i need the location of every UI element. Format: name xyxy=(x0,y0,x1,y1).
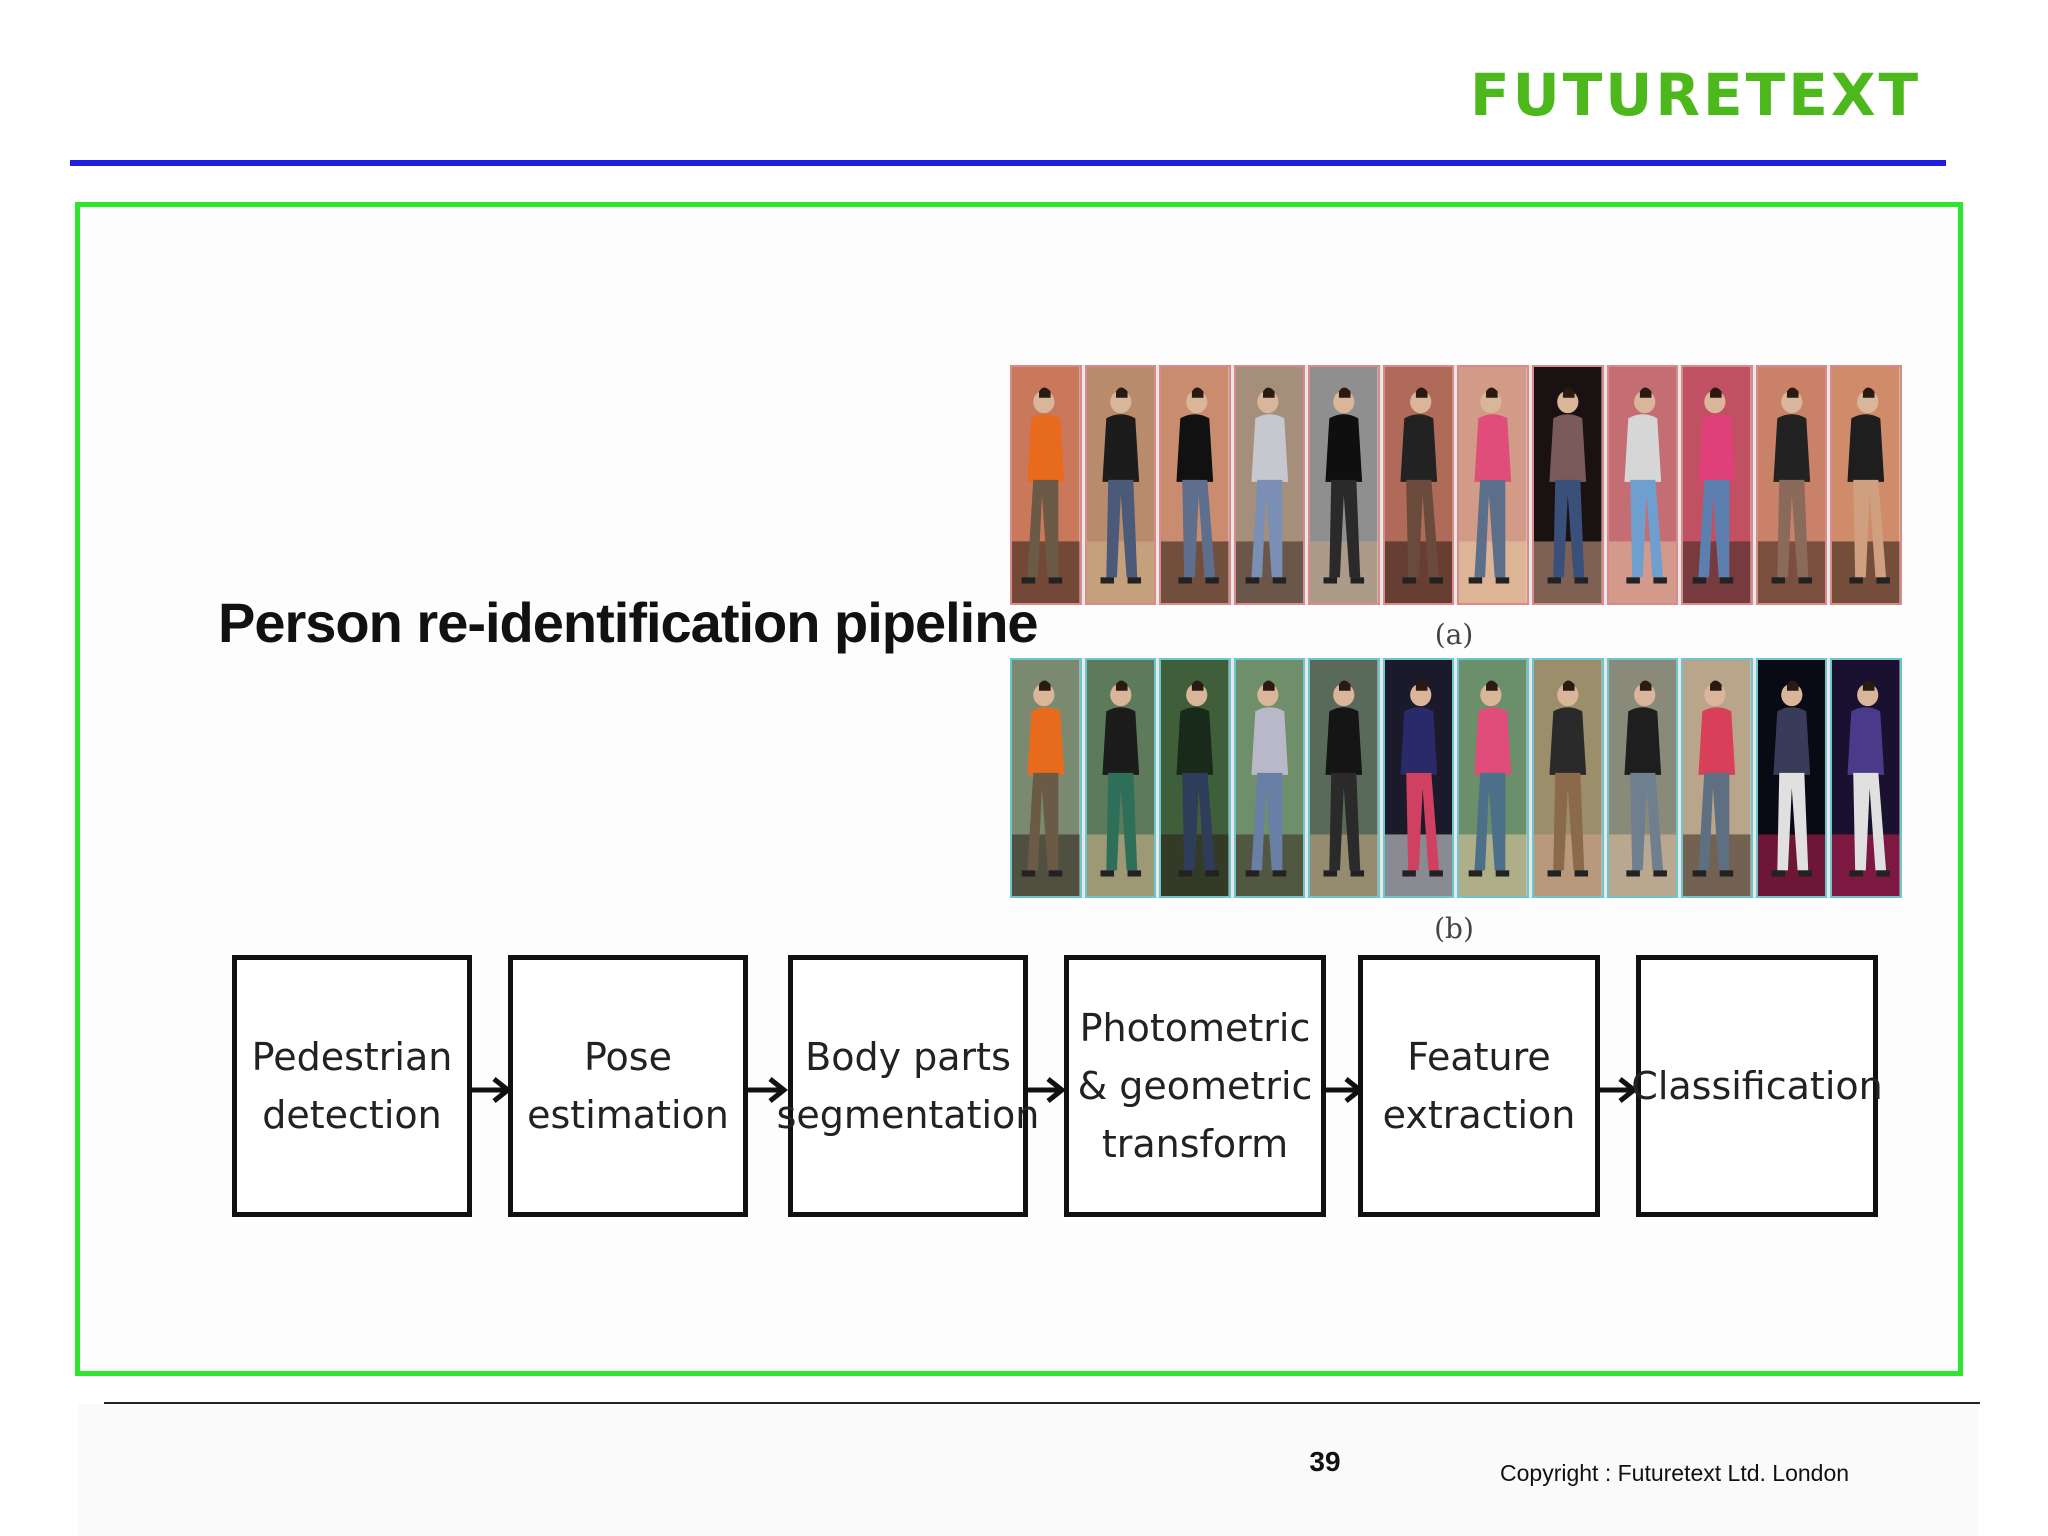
stage-pose-estimation: Pose estimation xyxy=(508,955,748,1217)
slide-title: Person re-identification pipeline xyxy=(218,591,1039,654)
pedestrian-a-thumbnail xyxy=(1159,365,1231,605)
pedestrian-b-thumbnail xyxy=(1084,658,1157,898)
pedestrian-a-thumbnail xyxy=(1084,365,1157,605)
figure-caption-b: (b) xyxy=(1434,912,1474,945)
pedestrian-b-thumbnail xyxy=(1830,658,1902,898)
arrow-right-icon xyxy=(1598,1075,1638,1105)
pedestrian-a-thumbnail xyxy=(1010,365,1082,605)
pedestrian-b-thumbnail xyxy=(1010,658,1082,898)
stage-photometric-geometric-transform: Photometric & geometric transform xyxy=(1064,955,1326,1217)
stage-pedestrian-detection: Pedestrian detection xyxy=(232,955,472,1217)
arrow-right-icon xyxy=(472,1075,512,1105)
stage-body-parts-segmentation: Body parts segmentation xyxy=(777,955,1039,1217)
stage-feature-extraction: Feature extraction xyxy=(1358,955,1600,1217)
pedestrian-b-thumbnail xyxy=(1606,658,1679,898)
stage-label: Classification xyxy=(1631,1064,1883,1108)
page-number: 39 xyxy=(1309,1446,1341,1477)
footer-divider xyxy=(104,1402,1980,1404)
pedestrian-b-thumbnail xyxy=(1532,658,1604,898)
pedestrian-b-thumbnail xyxy=(1159,658,1231,898)
pedestrian-b-thumbnail xyxy=(1681,658,1753,898)
figure-caption-a: (a) xyxy=(1434,618,1474,651)
pedestrian-a-thumbnail xyxy=(1233,365,1306,605)
pedestrian-b-thumbnail xyxy=(1457,658,1530,898)
pedestrian-b-thumbnail xyxy=(1233,658,1306,898)
stage-label: Photometric & geometric transform xyxy=(1077,1006,1313,1166)
arrow-right-icon xyxy=(748,1075,788,1105)
stage-label: Pedestrian detection xyxy=(251,1035,453,1137)
pedestrian-a-thumbnail xyxy=(1457,365,1530,605)
pedestrian-b-thumbnail xyxy=(1755,658,1828,898)
footer-band xyxy=(78,1404,1978,1536)
pedestrian-a-thumbnail xyxy=(1681,365,1753,605)
pedestrian-a-thumbnail xyxy=(1830,365,1902,605)
person-gallery-row-b xyxy=(1010,658,1902,898)
pedestrian-b-thumbnail xyxy=(1382,658,1455,898)
futuretext-logo: FUTURETEXT xyxy=(1470,61,1922,129)
header-divider xyxy=(70,160,1946,166)
pedestrian-a-thumbnail xyxy=(1755,365,1828,605)
copyright-text: Copyright : Futuretext Ltd. London xyxy=(1500,1460,1850,1486)
pipeline-diagram: Pedestrian detection Pose estimation Bod… xyxy=(230,955,1883,1223)
stage-label: Feature extraction xyxy=(1382,1035,1576,1137)
stage-classification: Classification xyxy=(1631,955,1883,1217)
pedestrian-a-thumbnail xyxy=(1382,365,1455,605)
arrow-right-icon xyxy=(1026,1075,1066,1105)
stage-label: Body parts segmentation xyxy=(776,1035,1040,1137)
person-gallery-row-a xyxy=(1010,365,1902,605)
pedestrian-a-thumbnail xyxy=(1606,365,1679,605)
pedestrian-b-thumbnail xyxy=(1308,658,1380,898)
pedestrian-a-thumbnail xyxy=(1308,365,1380,605)
pedestrian-a-thumbnail xyxy=(1532,365,1604,605)
stage-label: Pose estimation xyxy=(527,1035,729,1137)
